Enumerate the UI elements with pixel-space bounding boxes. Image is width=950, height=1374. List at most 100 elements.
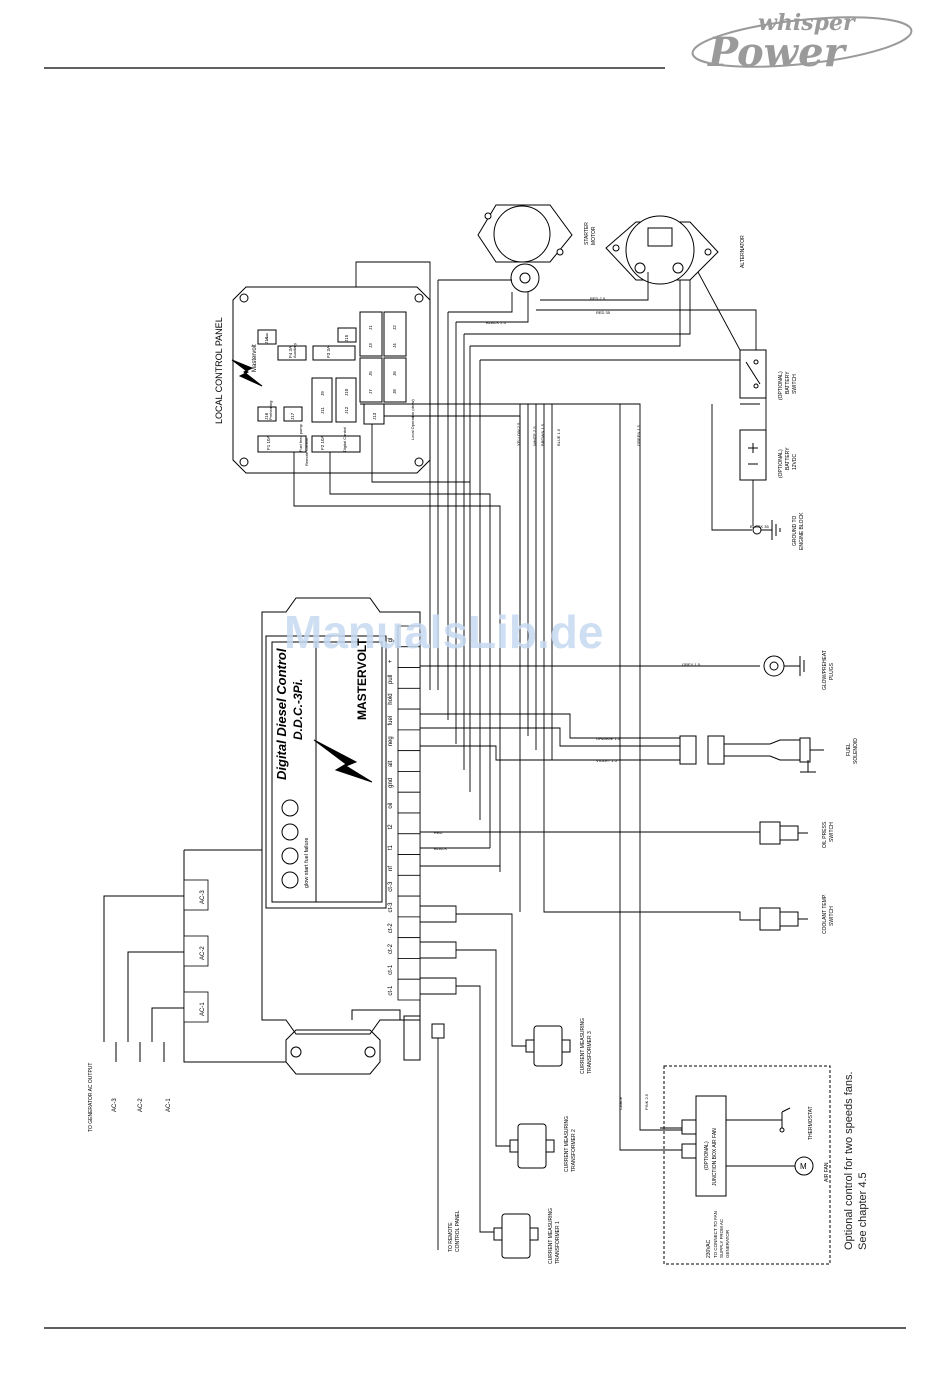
- junction-box-label-2: JUNCTION BOX AIR FAN: [712, 1128, 718, 1186]
- ddc-terminal-label: gnd: [388, 778, 394, 788]
- lcp-text-label: Aux: [264, 333, 269, 340]
- ac-terminal-label: AC-1: [200, 1002, 206, 1016]
- battery-label-2: BATTERY: [785, 447, 791, 470]
- thermostat-label: THERMOSTAT: [808, 1106, 814, 1140]
- ddc-model: D.D.C.-3Pi.: [291, 679, 305, 740]
- fan-supply-label-2: TO CONNECT TO FAN: [713, 1211, 718, 1258]
- ddc-terminal-label: ct-1: [388, 964, 394, 975]
- ddc-terminal: [397, 833, 421, 855]
- oil-switch-label-1: OIL PRESS.: [822, 820, 828, 848]
- starter-label-2: MOTOR: [591, 226, 597, 245]
- wire-color-label: GREEN 1.5: [636, 424, 641, 446]
- lcp-connector-label: J15: [344, 334, 349, 342]
- ddc-terminal-label: oil: [388, 803, 394, 809]
- battery-label-1: (OPTIONAL): [778, 449, 784, 478]
- ddc-terminal-label: t2: [388, 824, 394, 830]
- lcp-connector-label: J4: [392, 343, 397, 348]
- glow-plugs-label-1: GLOW/PREHEAT: [822, 650, 828, 690]
- ddc-terminal: [397, 667, 421, 689]
- lcp-connector-label: J12: [344, 406, 349, 414]
- lcp-connector-label: J13: [372, 412, 377, 420]
- ct3-label-1: CURRENT MEASURING: [580, 1018, 586, 1074]
- ddc-terminal: [397, 687, 421, 710]
- starter-motor: [477, 204, 573, 293]
- watermark: ManualsLib.de: [284, 606, 603, 658]
- lcp-connector-label: J14: [264, 336, 269, 344]
- ddc-terminal: [397, 916, 421, 939]
- ct1-label-2: TRANSFORMER 1: [555, 1221, 561, 1264]
- ddc-status-labels: glow start fuel failure: [304, 838, 310, 888]
- ac-wiring: [103, 895, 184, 1062]
- svg-text:M: M: [800, 1162, 807, 1171]
- lcp-text-label: Remote Control: [304, 438, 309, 466]
- local-control-panel-brand: Mastervolt: [252, 344, 258, 372]
- ct2-label-1: CURRENT MEASURING: [564, 1116, 570, 1172]
- wire-color-label: ORANGE 1.5: [596, 736, 621, 741]
- battery-label-3: 12VDC: [792, 453, 798, 470]
- side-note-line-1: Optional control for two speeds fans.: [843, 1071, 855, 1250]
- ddc-terminal: [397, 958, 421, 980]
- current-transformer-2: [509, 1123, 555, 1169]
- ddc-terminal: [397, 812, 421, 835]
- battery-switch-label-1: (OPTIONAL): [778, 371, 784, 400]
- fan-supply-label-3: SUPPLY FROM AC: [719, 1218, 724, 1258]
- ddc-terminal-label: neg: [388, 736, 394, 746]
- wire-color-label: RED 35: [596, 310, 611, 315]
- lcp-connector-label: J1: [368, 325, 373, 330]
- oil-pressure-switch: [759, 821, 808, 845]
- ddc-terminal-label: nf: [388, 866, 394, 871]
- lcp-connector-label: J9: [320, 391, 325, 396]
- fan-supply-label-4: GENERATOR: [725, 1229, 730, 1258]
- ct3-label-2: TRANSFORMER 3: [587, 1031, 593, 1074]
- lcp-text-label: Digital Control: [342, 427, 347, 452]
- ddc-terminal-label: gl: [388, 638, 394, 643]
- side-note-line-2: See chapter 4.5: [857, 1172, 869, 1250]
- battery-switch-label-3: SWITCH: [792, 374, 798, 394]
- ac-terminal: [183, 991, 209, 1023]
- wire-color-label: GREY 1.5: [682, 662, 701, 667]
- ddc-terminal-label: ct-2: [388, 943, 394, 954]
- ac2-label: AC-2: [138, 1098, 144, 1112]
- ddc-terminal: [397, 771, 421, 793]
- battery-switch-label-2: BATTERY: [785, 371, 791, 394]
- logo-word-power: Power: [707, 29, 848, 76]
- ac3-label: AC-3: [112, 1098, 118, 1112]
- lcp-text-label: Auxiliary: [292, 343, 297, 358]
- lcp-connector-label: J7: [368, 389, 373, 394]
- remote-panel-label-1: TO REMOTE: [448, 1222, 454, 1252]
- fuel-solenoid-label-1: FUEL: [846, 743, 852, 756]
- ground-label-1: GROUND TO: [792, 516, 798, 546]
- ct2-label-2: TRANSFORMER 2: [571, 1129, 577, 1172]
- ddc-terminal-label: hold: [388, 693, 394, 704]
- wire-color-label: WHITE 2.5: [532, 426, 537, 446]
- ac-terminal-label: AC-3: [200, 890, 206, 904]
- wire-color-label: RED: [434, 830, 443, 835]
- battery: [739, 429, 767, 481]
- lcp-connector-label: J3: [368, 343, 373, 348]
- alternator-label: ALTERNATOR: [740, 235, 746, 268]
- coolant-temp-switch: [759, 907, 808, 931]
- ddc-terminal: [397, 874, 421, 897]
- lcp-fuse-label: F4 3A: [288, 346, 293, 358]
- ddc-terminal-label: ct-2: [388, 923, 394, 934]
- ddc-terminal: [397, 854, 421, 876]
- ddc-right-terminal-strip: gl+pullholdfuelnegaltgndoilt2t1nfct-3ct-…: [388, 625, 421, 1001]
- ddc-terminal-label: t1: [388, 844, 394, 850]
- wire-color-label: BLACK 2.5: [486, 320, 507, 325]
- lcp-connector-label: J5: [368, 371, 373, 376]
- whisper-power-logo: whisper Power: [691, 10, 913, 76]
- ground-label-2: ENGINE BLOCK: [799, 512, 805, 550]
- lcp-text-label: Fuel feed pump: [298, 423, 303, 452]
- generator-output-label: TO GENERATOR AC OUTPUT: [88, 1063, 94, 1132]
- ddc-module: [183, 597, 421, 1075]
- ddc-terminal-label: pull: [388, 675, 394, 684]
- logo-word-whisper: whisper: [758, 10, 856, 36]
- wire-color-label: BLUE 1.5: [556, 428, 561, 446]
- ac-terminal: [183, 935, 209, 967]
- junction-box-label-1: (OPTIONAL): [704, 1141, 710, 1170]
- ddc-terminal-label: fuel: [388, 716, 394, 726]
- ddc-title: Digital Diesel Control: [274, 648, 289, 780]
- fuel-solenoid-label-2: SOLENOID: [853, 738, 859, 764]
- ct1-label-1: CURRENT MEASURING: [548, 1208, 554, 1264]
